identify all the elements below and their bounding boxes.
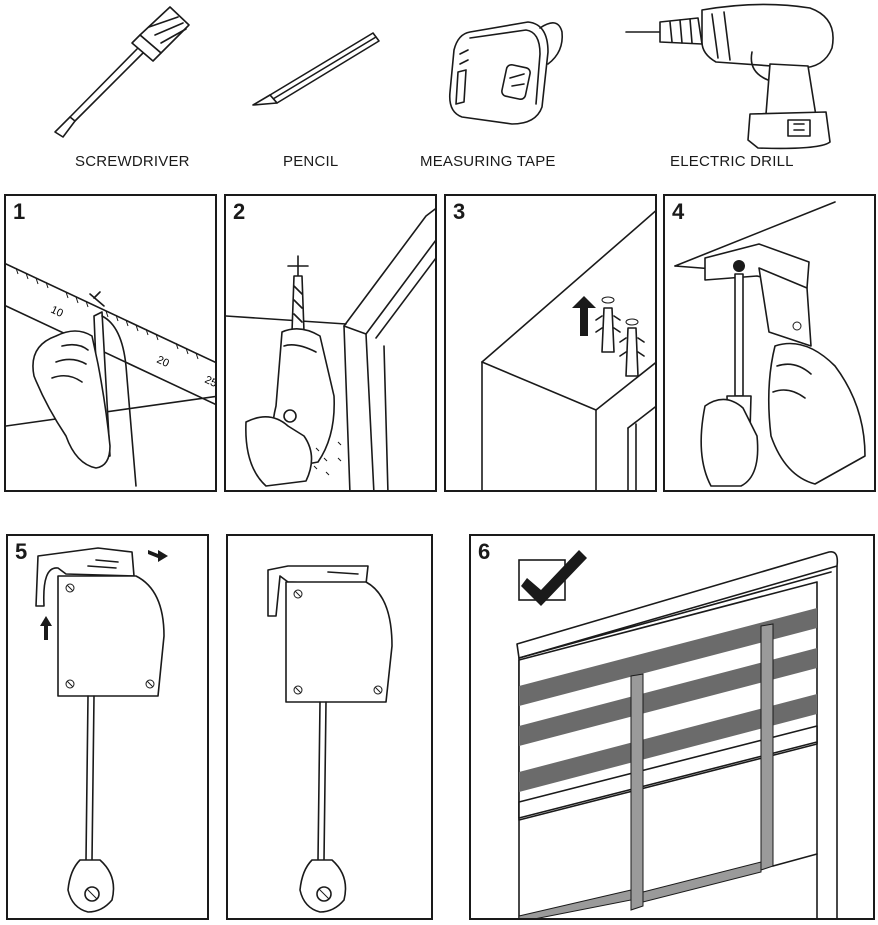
ruler-mark-25: 25 [203,374,217,390]
step-6-panel: 6 [469,534,875,920]
checkmark-icon [518,550,587,606]
step-number: 5 [15,539,28,564]
step-5-illustration [35,547,168,913]
step-4-illustration [674,201,866,487]
tool-label-screwdriver: SCREWDRIVER [75,153,190,170]
tool-label-electric-drill: ELECTRIC DRILL [670,153,794,170]
tool-label-measuring-tape: MEASURING TAPE [420,153,556,170]
step-2-illustration [226,208,435,490]
ruler-mark-20: 20 [155,354,171,370]
step-1-panel: 1 10 20 25 [4,194,217,492]
pencil-icon [245,25,385,115]
ruler-mark-10: 10 [49,304,65,320]
step-6-illustration [516,550,839,918]
step-2-panel: 2 [224,194,437,492]
step-number: 1 [13,199,26,224]
step-5-panel: 5 [6,534,209,920]
screwdriver-icon [45,5,195,145]
step-number: 2 [233,199,246,224]
step-3-panel: 3 [444,194,657,492]
electric-drill-icon [620,2,850,152]
step-number: 4 [672,199,685,224]
measuring-tape-icon [440,12,570,132]
step-3-illustration [481,210,655,490]
step-5b-panel [226,534,433,920]
step-number: 3 [453,199,466,224]
step-5b-illustration [267,565,393,913]
tool-label-pencil: PENCIL [283,153,339,170]
step-4-panel: 4 [663,194,876,492]
step-1-illustration: 10 20 25 [6,263,217,487]
step-number: 6 [478,539,491,564]
